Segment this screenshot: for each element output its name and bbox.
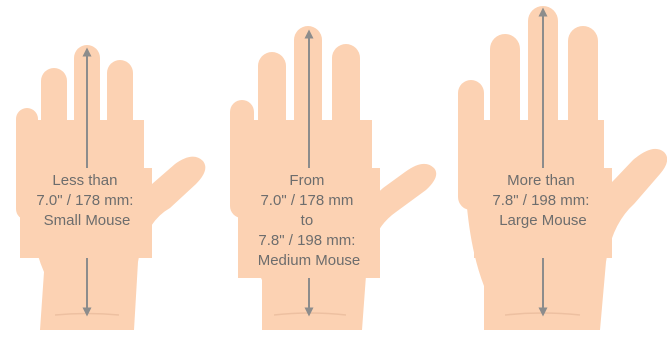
label-line: 7.8" / 198 mm: xyxy=(258,232,355,249)
hand-medium: From 7.0" / 178 mm to 7.8" / 198 mm: Med… xyxy=(230,26,436,330)
label-line: 7.0" / 178 mm: xyxy=(36,192,133,209)
label-line: More than xyxy=(507,172,575,189)
label-line: Small Mouse xyxy=(44,212,131,229)
hand-large-label: More than 7.8" / 198 mm: Large Mouse xyxy=(492,172,593,229)
hand-large: More than 7.8" / 198 mm: Large Mouse xyxy=(458,6,667,330)
hand-small: Less than 7.0" / 178 mm: Small Mouse xyxy=(16,45,205,330)
label-line: 7.0" / 178 mm xyxy=(260,192,353,209)
label-line: Less than xyxy=(52,172,117,189)
label-line: From xyxy=(289,172,324,189)
label-line: Medium Mouse xyxy=(258,252,361,269)
label-line: 7.8" / 198 mm: xyxy=(492,192,589,209)
label-line: Large Mouse xyxy=(499,212,587,229)
label-line: to xyxy=(301,212,314,229)
